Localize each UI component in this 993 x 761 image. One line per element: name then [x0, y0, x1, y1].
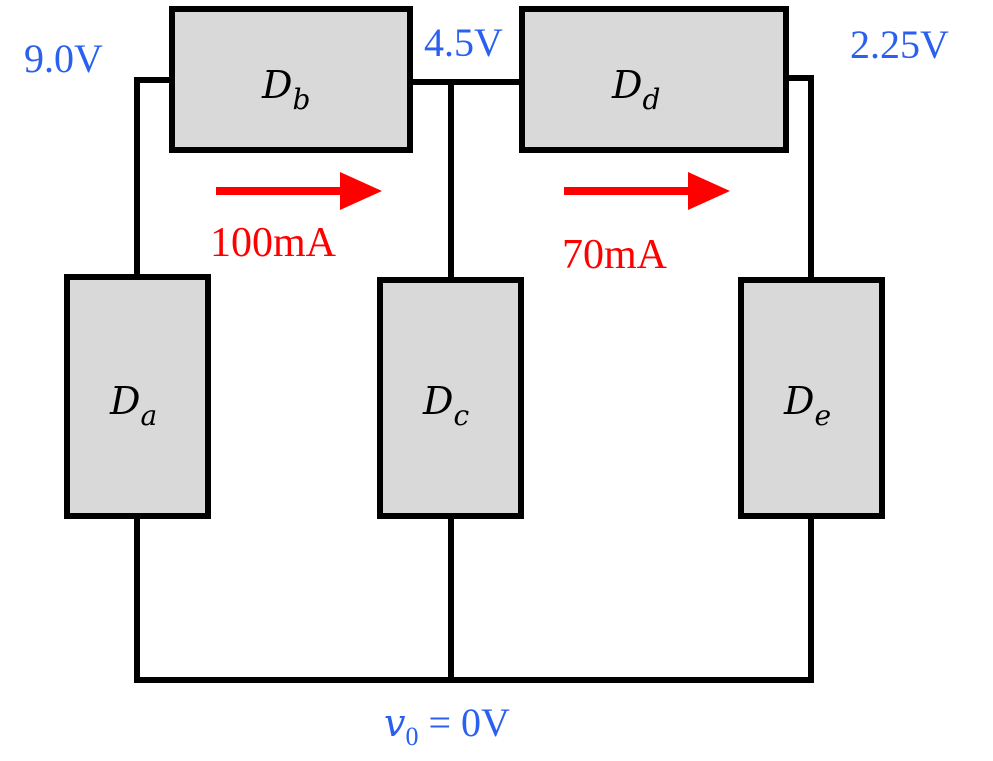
device-dd-label: Dd	[611, 63, 660, 116]
device-dd-box	[519, 6, 789, 153]
device-db-box	[169, 6, 413, 153]
arrow-head-icon	[688, 172, 730, 210]
device-dc: Dc	[377, 277, 524, 519]
device-de: De	[738, 277, 885, 519]
current-arrow-d	[564, 172, 730, 210]
device-de-label: De	[783, 379, 831, 432]
device-da: Da	[64, 274, 211, 519]
current-label-b: 100mA	[210, 220, 337, 266]
device-dc-label: Dc	[422, 379, 469, 432]
device-dd: Dd	[519, 6, 789, 153]
device-db: Db	[169, 6, 413, 153]
current-label-d: 70mA	[562, 232, 668, 278]
wires	[134, 75, 814, 683]
voltage-label-right-node: 2.25V	[850, 22, 949, 67]
current-arrow-b	[216, 172, 382, 210]
voltage-label-left-node: 9.0V	[24, 36, 103, 81]
device-de-box	[738, 277, 885, 519]
voltage-label-middle-node: 4.5V	[424, 20, 503, 65]
wire-left-top	[134, 77, 175, 280]
device-da-box	[64, 274, 211, 519]
device-da-label: Da	[109, 379, 157, 432]
device-dc-box	[377, 277, 524, 519]
voltage-label-ground: v0 = 0V	[384, 700, 510, 751]
wire-left-bottom	[134, 513, 814, 683]
wire-right-top	[783, 75, 814, 283]
device-db-label: Db	[261, 63, 310, 116]
arrow-head-icon	[340, 172, 382, 210]
